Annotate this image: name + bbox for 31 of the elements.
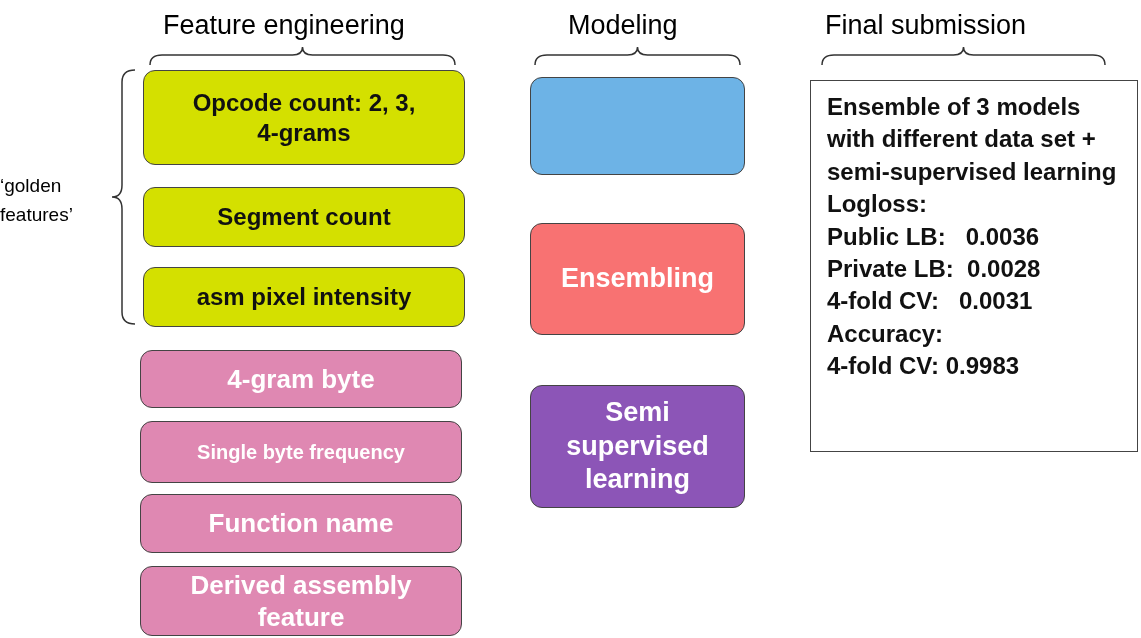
column-heading: Final submission bbox=[825, 9, 1027, 42]
result-text: Accuracy: bbox=[826, 318, 945, 349]
node-text: Segment count bbox=[216, 202, 392, 232]
model-box bbox=[530, 223, 745, 335]
feature-box bbox=[143, 267, 465, 327]
result-text: Logloss: bbox=[826, 189, 928, 220]
feature-box bbox=[140, 494, 462, 553]
group-label: ‘golden features’ bbox=[0, 174, 74, 227]
node-text: Opcode count: 2, 3, 4-grams bbox=[191, 87, 417, 148]
result-text: 4-fold CV: 0.0031 bbox=[826, 286, 1034, 317]
feature-box bbox=[140, 566, 462, 636]
result-text: 4-fold CV: 0.9983 bbox=[826, 351, 1021, 382]
result-text: Public LB: 0.0036 bbox=[826, 221, 1041, 252]
feature-box bbox=[143, 70, 465, 165]
result-text: Ensemble of 3 models with different data set + semi-supervised learning bbox=[826, 92, 1118, 187]
node-text: Ensembling bbox=[560, 262, 715, 296]
node-text: Semi supervised learning bbox=[565, 395, 710, 497]
column-heading: Feature engineering bbox=[163, 9, 405, 42]
node-text: Single byte frequency bbox=[196, 439, 406, 465]
node-text: 4-gram byte bbox=[226, 362, 376, 396]
feature-box bbox=[140, 421, 462, 483]
node-text: Function name bbox=[207, 507, 395, 540]
model-box bbox=[530, 385, 745, 508]
node-text: Derived assembly feature bbox=[189, 568, 413, 634]
feature-box bbox=[143, 187, 465, 247]
node-text: asm pixel intensity bbox=[195, 282, 413, 312]
column-heading: Modeling bbox=[568, 9, 678, 42]
result-box bbox=[810, 80, 1138, 452]
result-text: Private LB: 0.0028 bbox=[826, 253, 1042, 284]
model-box bbox=[530, 77, 745, 175]
feature-box bbox=[140, 350, 462, 408]
